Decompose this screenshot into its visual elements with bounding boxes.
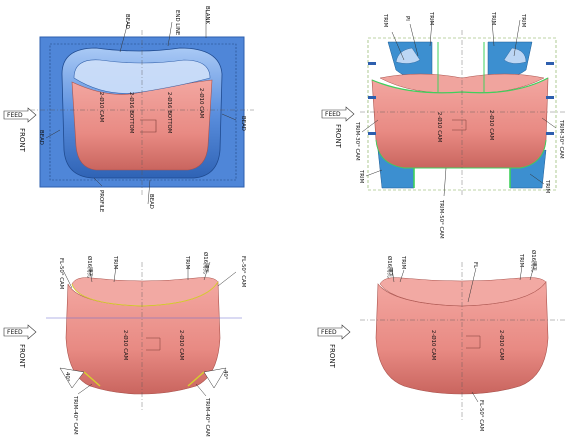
label-blank: BLANK <box>204 6 210 25</box>
label-trim-br: TRIM <box>544 179 550 194</box>
feed-arrow: FEED <box>321 106 355 122</box>
panel-flange: Ø16開孔 TRIM FL TRIM Ø16開孔 FL-50° CAM 2-Ø1… <box>317 250 566 432</box>
label-cam-4: 2-Ø10 CAM <box>488 110 495 141</box>
angle-mark-right <box>203 367 227 389</box>
panel-draw: BEAD END LINE BLANK BEAD BEAD BEAD PROFI… <box>3 6 254 213</box>
feed-label: FEED <box>321 329 337 336</box>
label-fl50-right: FL-50° CAM <box>240 256 246 288</box>
label-profile: PROFILE <box>98 190 104 213</box>
label-end-line: END LINE <box>174 10 180 36</box>
feed-label: FEED <box>325 111 341 118</box>
draw-part-body <box>71 79 213 171</box>
label-trim-left: TRIM <box>112 255 118 270</box>
feed-arrow: FEED <box>3 107 37 123</box>
label-trim30-right: TRIM-30° CAM <box>558 119 564 159</box>
trim-pierce-upper-right <box>503 47 527 64</box>
label-fl50: FL-50° CAM <box>478 400 484 432</box>
trim-pierce-upper-left <box>395 47 421 64</box>
label-trim-left: TRIM <box>400 255 406 270</box>
label-trim30-left: TRIM-30° CAM <box>354 121 360 161</box>
label-bead-bottom: BEAD <box>148 194 154 209</box>
front-label: FRONT <box>18 128 26 153</box>
feed-arrow: FEED <box>3 324 37 340</box>
feed-arrow: FEED <box>317 324 351 340</box>
label-trim-d: TRIM <box>520 13 526 28</box>
label-cam-1: 2-Ø10 CAM <box>98 92 105 123</box>
draw-punch-opening <box>73 59 211 94</box>
label-trim-bl: TRIM <box>358 169 364 184</box>
label-trim-right: TRIM <box>518 253 524 268</box>
label-trim40-right: TRIM-40° CAM <box>204 397 210 437</box>
end-line-outline <box>49 43 237 181</box>
label-trim-a: TRIM <box>382 13 388 28</box>
label-trim40-left: TRIM-40° CAM <box>72 395 78 435</box>
front-label: FRONT <box>18 344 26 369</box>
label-bead-top: BEAD <box>124 14 130 29</box>
label-bottom-1: 2-Ø16 BOTTOM <box>128 92 135 134</box>
label-pi: PI <box>404 16 410 21</box>
label-piece-right: Ø16開孔 <box>530 250 538 272</box>
feed-label: FEED <box>7 329 23 336</box>
feed-label: FEED <box>7 112 23 119</box>
label-trim-right: TRIM <box>184 255 190 270</box>
front-label: FRONT <box>328 344 336 369</box>
label-bottom-2: 2-Ø16 BOTTOM <box>166 92 173 134</box>
label-trim-c: TRIM <box>490 11 496 26</box>
front-label: FRONT <box>334 124 342 149</box>
label-cam-3: 2-Ø10 CAM <box>436 112 443 143</box>
label-fl50-left: FL-50° CAM <box>58 258 64 290</box>
label-cam-7: 2-Ø10 CAM <box>430 330 437 361</box>
label-bead-right: BEAD <box>240 116 246 131</box>
angle-mark-left <box>59 367 85 389</box>
label-angle-right: 40° <box>222 370 228 380</box>
label-angle-left: 40° <box>64 372 70 382</box>
label-fl: FL <box>472 262 478 268</box>
label-cam-6: 2-Ø10 CAM <box>178 330 185 361</box>
label-piece-left: Ø16開孔 <box>86 256 94 278</box>
draw-emboss-mark <box>140 119 157 133</box>
label-cam-2: 2-Ø10 CAM <box>198 88 205 119</box>
label-trim-b: TRIM <box>428 11 434 26</box>
label-piece-right: Ø16開孔 <box>202 252 210 274</box>
label-cam-5: 2-Ø10 CAM <box>122 330 129 361</box>
panel-trim: TRIM PI TRIM TRIM TRIM TRIM-30° CAM TRIM… <box>321 11 566 239</box>
label-trim50: TRIM-50° CAM <box>438 199 444 239</box>
label-bead-left: BEAD <box>38 130 44 145</box>
br-part-top <box>379 277 547 307</box>
label-cam-8: 2-Ø10 CAM <box>498 330 505 361</box>
panel-flange-cam: FL-50° CAM Ø16開孔 TRIM TRIM Ø16開孔 FL-50° … <box>3 252 246 437</box>
label-piece-left: Ø16開孔 <box>386 256 394 278</box>
